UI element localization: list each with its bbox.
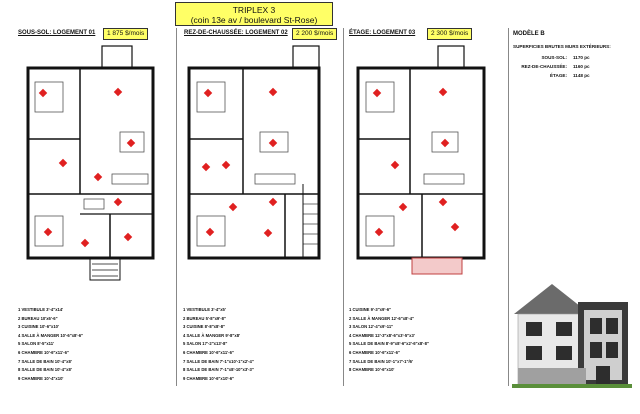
separator [176, 28, 177, 386]
room-item: 3 SALON 12'-4"x9'-11" [349, 324, 394, 330]
unit-label-2: REZ-DE-CHAUSSÉE: LOGEMENT 02 [184, 30, 288, 36]
room-item: 9 CHAMBRE 10'-6"x10'-6" [183, 375, 235, 381]
room-item: 1 VESTIBULE 3'-4"x14' [18, 307, 64, 312]
area-value: 1170 pc [573, 55, 590, 60]
unit-label-3: ÉTAGE: LOGEMENT 03 [349, 30, 416, 36]
room-item: 6 CHAMBRE 10'-6"x11'-6" [18, 349, 69, 355]
area-key: ÉTAGE: [549, 73, 567, 78]
room-item: 3 CUISINE 10'-6"x10' [18, 324, 59, 330]
separator [508, 28, 509, 386]
areas-table: SOUS-SOL: 1170 pc REZ-DE-CHAUSSÉE: 1160 pc… [512, 55, 632, 78]
title-box: TRIPLEX 3 (coin 13e av / boulevard St-Ro… [175, 2, 333, 26]
room-item: 8 SALLE DE BAIN 7'-1"x8'-10"x3'-3" [183, 367, 254, 373]
room-item: 7 SALLE DE BAIN 10'-1"x7'-1"/6' [349, 358, 413, 364]
room-item: 2 BUREAU 10'x6'-6" [18, 315, 58, 321]
area-row-ground: REZ-DE-CHAUSSÉE: 1160 pc [512, 64, 632, 69]
room-item: 1 CUISINE 9'-3"x9'-6" [349, 307, 392, 312]
room-item: 6 CHAMBRE 10'-6"x11'-6" [349, 349, 400, 355]
area-row-basement: SOUS-SOL: 1170 pc [512, 55, 632, 60]
room-item: 5 SALLE DE BAIN 8'-9"x8'-6"x2'-6"x8'-8" [349, 341, 429, 347]
area-key: REZ-DE-CHAUSSÉE: [521, 64, 567, 69]
unit-label-1: SOUS-SOL: LOGEMENT 01 [18, 30, 96, 36]
room-item: 4 SALLE À MANGER 10'-6"x8'-6" [18, 332, 84, 338]
separator [343, 28, 344, 386]
title-line2: (coin 13e av / boulevard St-Rose) [190, 15, 318, 25]
room-item: 6 CHAMBRE 10'-6"x11'-6" [183, 349, 234, 355]
floor-plan-upper-svg [356, 45, 486, 275]
floor-plan-ground-svg [187, 45, 321, 260]
floor-plan-upper [352, 44, 502, 284]
room-list-basement: 1 VESTIBULE 3'-4"x14' 2 BUREAU 10'x6'-6"… [18, 306, 173, 383]
area-key: SOUS-SOL: [541, 55, 567, 60]
room-list-upper: 1 CUISINE 9'-3"x9'-6" 2 SALLE À MANGER 1… [349, 306, 505, 375]
room-item: 7 SALLE DE BAIN 10'-4"x8' [18, 358, 72, 364]
room-item: 3 CUISINE 8'-8"x8'-8" [183, 324, 226, 330]
room-item: 9 CHAMBRE 10'-4"x10' [18, 375, 64, 381]
room-item: 1 VESTIBULE 3'-4"x5' [183, 307, 226, 312]
area-value: 1160 pc [573, 64, 590, 69]
price-1: 1 875 $/mois [103, 28, 149, 40]
room-item: 4 CHAMBRE 12'-3"x8'-6"x3'-5"x3' [349, 332, 415, 338]
floor-plan-ground [185, 44, 335, 274]
room-item: 8 CHAMBRE 10'-6"x10' [349, 367, 395, 373]
room-list-ground: 1 VESTIBULE 3'-4"x5' 2 BUREAU 5'-8"x9'-8… [183, 306, 341, 383]
room-item: 5 SALON 17'-2"x13'-8" [183, 341, 228, 347]
room-item: 2 BUREAU 5'-8"x9'-8" [183, 315, 226, 321]
title-line1: TRIPLEX 3 [232, 5, 276, 15]
area-value: 1148 pc [573, 73, 590, 78]
floor-plan-basement [20, 44, 170, 294]
building-rendering [512, 276, 632, 393]
model-label: MODÈLE B [513, 31, 545, 37]
room-item: 7 SALLE DE BAIN 7'-1"x10'-1"x2'-4" [183, 358, 254, 364]
room-item: 5 SALON 8'-5"x11' [18, 341, 55, 347]
floor-plan-basement-svg [26, 45, 155, 281]
price-2: 2 200 $/mois [292, 28, 338, 40]
price-3: 2 300 $/mois [427, 28, 473, 40]
room-item: 8 SALLE DE BAIN 10'-4"x8' [18, 367, 72, 373]
building-rendering-svg [512, 284, 632, 388]
area-row-upper: ÉTAGE: 1148 pc [512, 73, 632, 78]
room-item: 4 SALLE À MANGER 9'-8"x8' [183, 332, 241, 338]
areas-title: SUPERFICIES BRUTES MURS EXTÉRIEURS: [513, 44, 611, 49]
room-item: 2 SALLE À MANGER 12'-6"x8'-4" [349, 315, 415, 321]
